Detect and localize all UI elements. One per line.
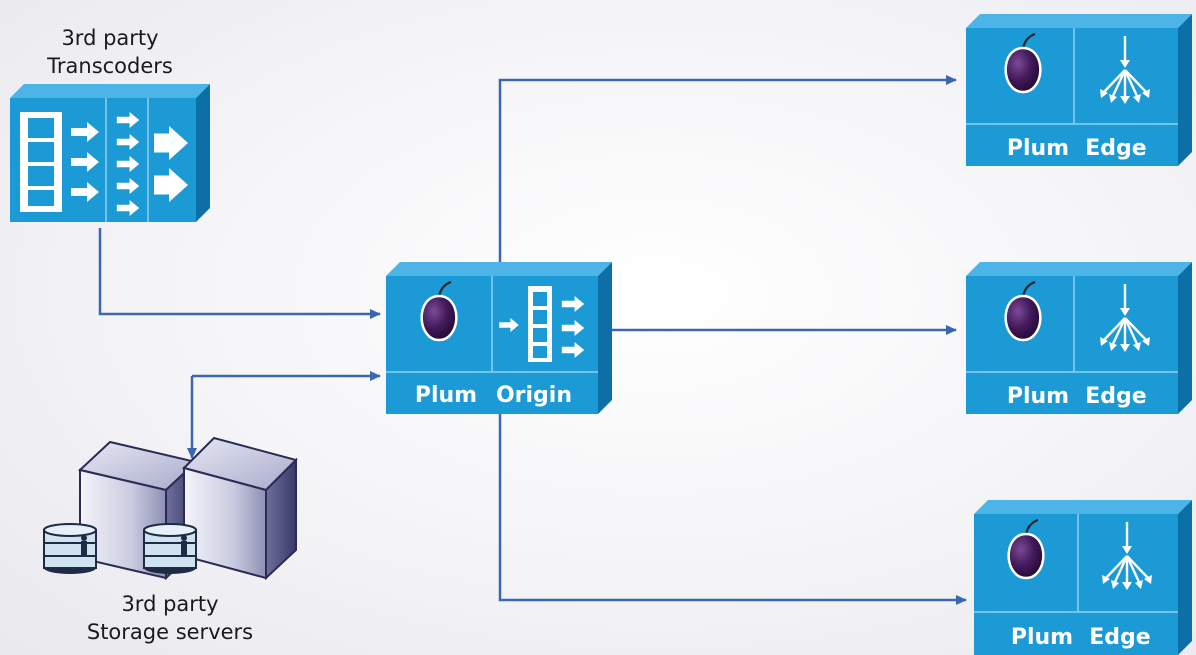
storage-caption-line-1: 3rd party bbox=[121, 592, 219, 616]
edge-2-label-left: Plum bbox=[1007, 384, 1069, 409]
transcoders-caption-line-1: 3rd party bbox=[61, 26, 159, 50]
storage-caption-line-2: Storage servers bbox=[86, 620, 254, 644]
edge-1-label-right: Edge bbox=[1085, 136, 1146, 161]
connector-origin-to-edge-3 bbox=[498, 412, 967, 605]
connector-lines bbox=[98, 75, 967, 605]
connector-transcoders-to-origin bbox=[98, 228, 381, 319]
edge-2-label-right: Edge bbox=[1085, 384, 1146, 409]
transcoder-appliance bbox=[10, 84, 210, 222]
edge-1-label-left: Plum bbox=[1007, 136, 1069, 161]
database-icon bbox=[143, 523, 197, 574]
transcoders-caption: 3rd party Transcoders bbox=[20, 24, 200, 80]
storage-servers bbox=[43, 436, 298, 581]
film-strip-icon bbox=[528, 286, 552, 362]
edge-3-label-right: Edge bbox=[1089, 625, 1150, 650]
film-strip-icon bbox=[20, 112, 62, 212]
plum-edge-appliance-2: Plum Edge bbox=[966, 262, 1192, 414]
server-tower-icon bbox=[182, 436, 298, 581]
connector-origin-to-edge-1 bbox=[498, 75, 957, 262]
server-tower-icon bbox=[77, 440, 199, 581]
plum-origin-appliance: Plum Origin bbox=[386, 262, 612, 414]
plum-edge-appliance-1: Plum Edge bbox=[966, 14, 1192, 166]
origin-label-left: Plum bbox=[415, 383, 477, 408]
database-icon bbox=[43, 523, 97, 574]
storage-caption: 3rd party Storage servers bbox=[70, 590, 270, 646]
origin-label-right: Origin bbox=[496, 383, 572, 408]
plum-edge-appliance-3: Plum Edge bbox=[974, 500, 1192, 655]
transcoders-caption-line-2: Transcoders bbox=[47, 54, 173, 78]
edge-3-label-left: Plum bbox=[1011, 625, 1073, 650]
